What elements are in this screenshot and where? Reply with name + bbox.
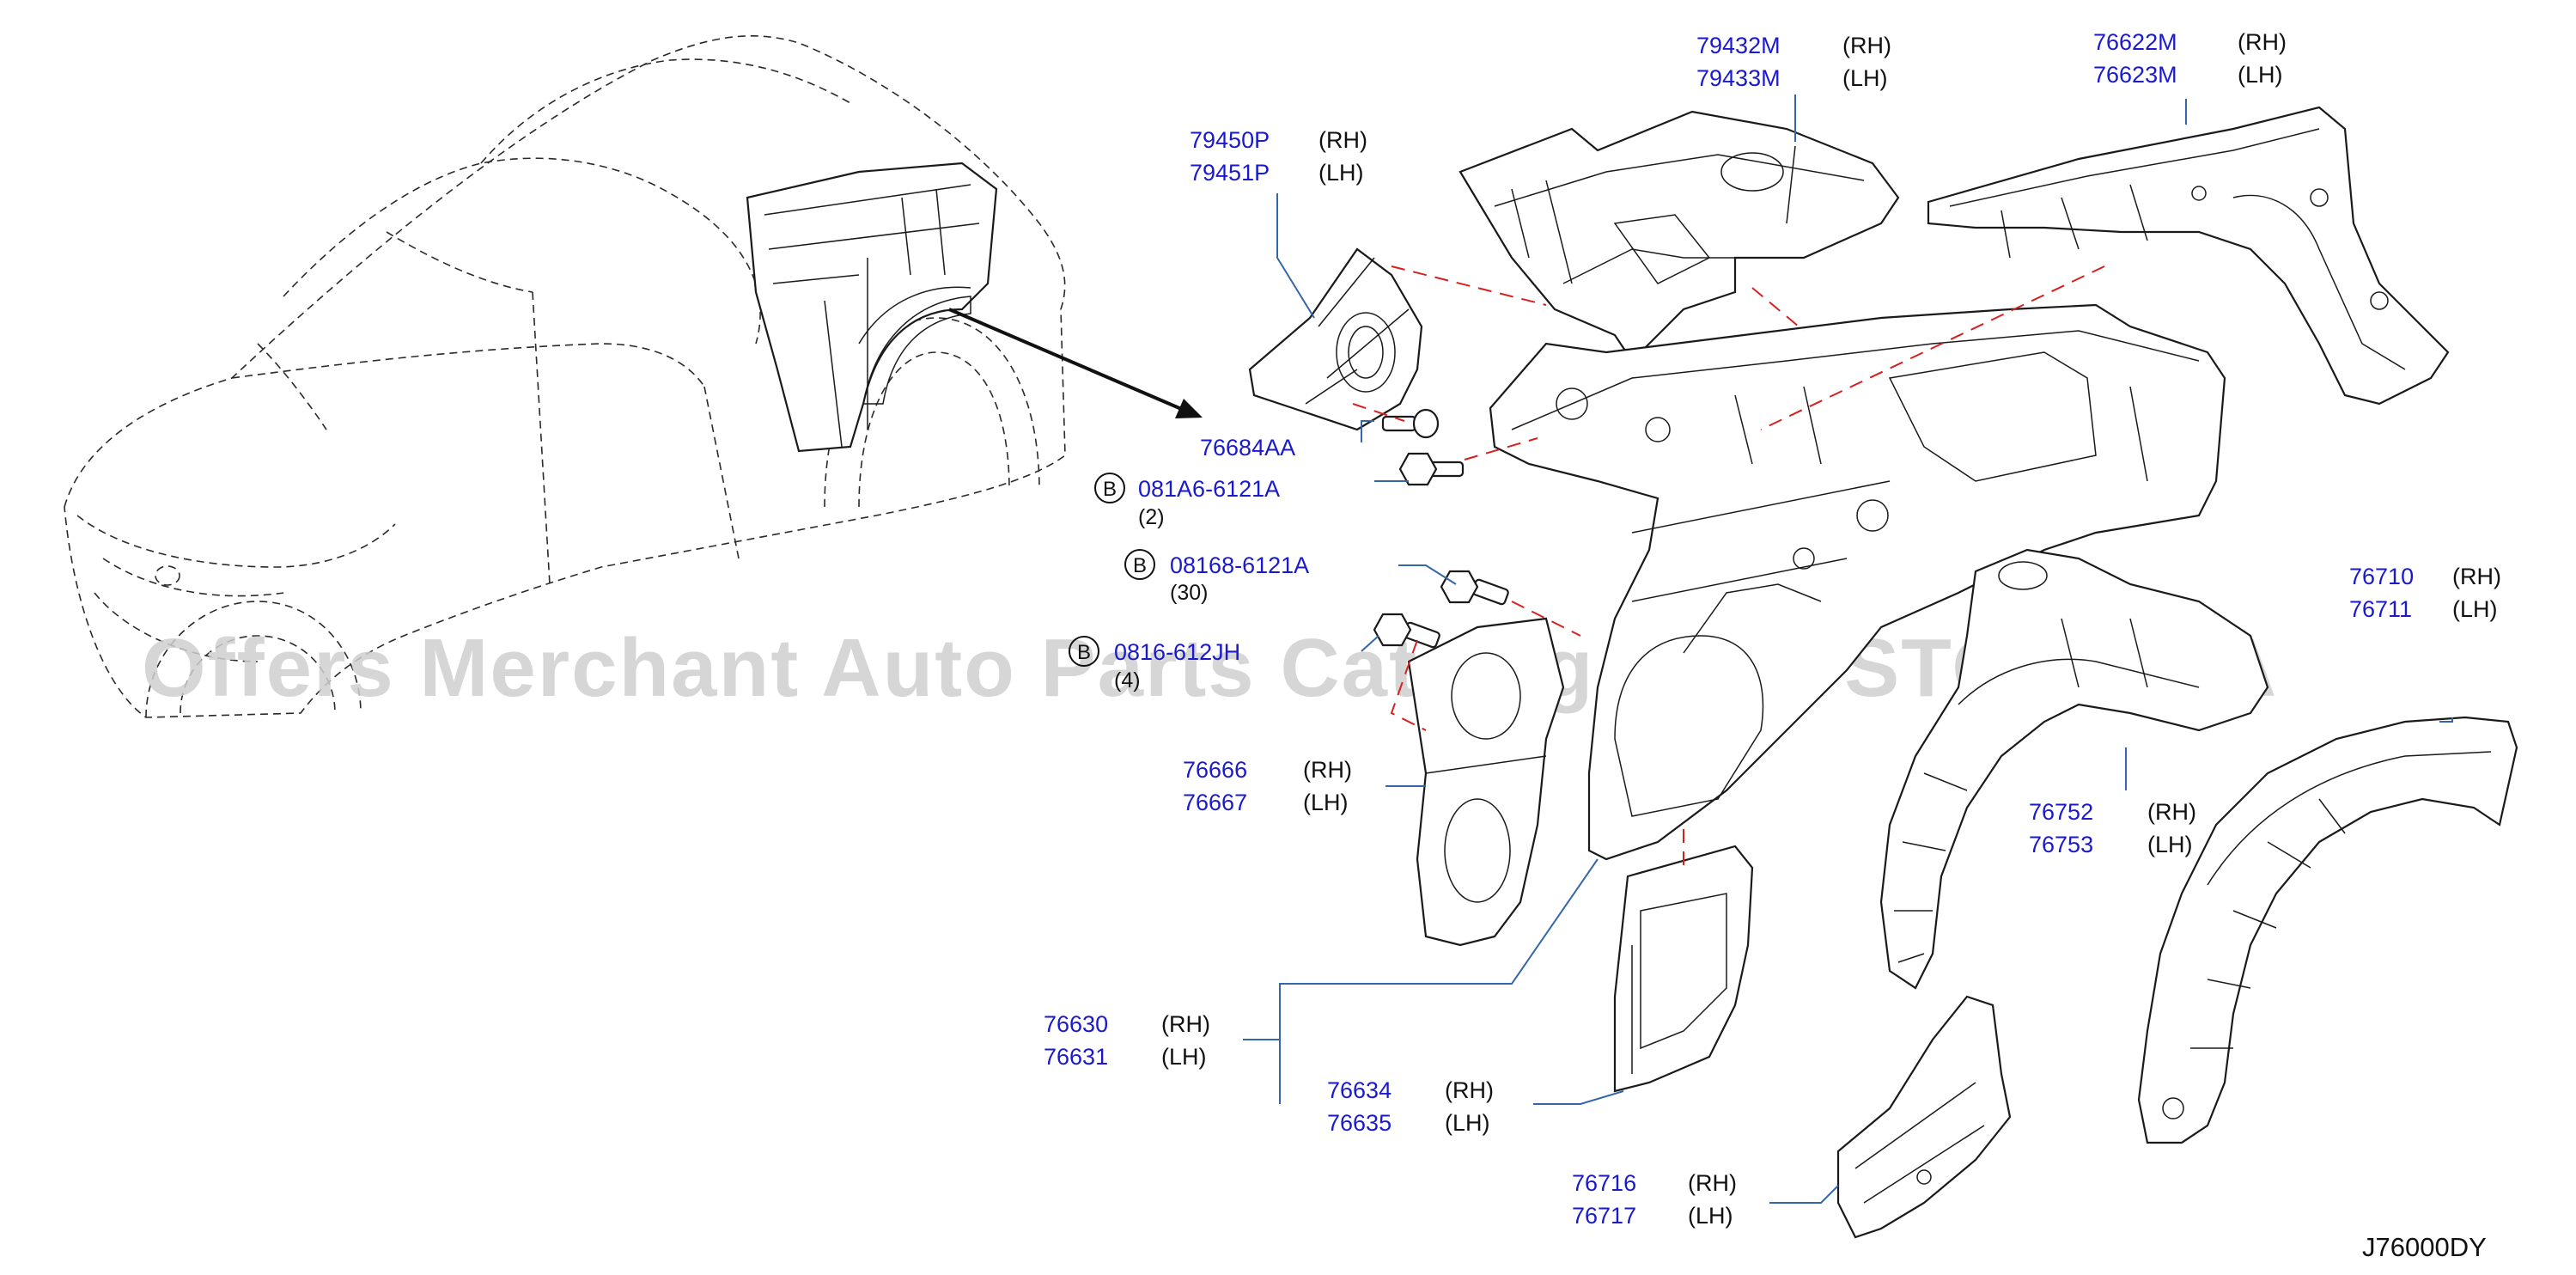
part-79432m-upper-panel[interactable] [1459, 110, 1900, 363]
bolt-code-letter: B [1103, 478, 1117, 501]
part-number-lh[interactable]: 76667 [1183, 790, 1247, 815]
watermark-text: Offers Merchant Auto Parts Catalog PARTS… [142, 622, 2278, 714]
bolt-quantity: (4) [1114, 668, 1141, 692]
bolt-clip-76684aa[interactable] [1381, 408, 1440, 439]
side-lh: (LH) [1445, 1110, 1490, 1136]
callout-arrow [948, 308, 1203, 418]
bolt-part-number[interactable]: 081A6-6121A [1138, 476, 1280, 502]
side-rh: (RH) [1842, 33, 1891, 58]
bolt-part-number[interactable]: 08168-6121A [1170, 552, 1309, 578]
part-76634-sill-panel[interactable] [1613, 845, 1754, 1093]
callout-76630[interactable]: 76630 (RH) 76631 (LH) [1044, 1011, 1210, 1070]
side-lh: (LH) [1318, 160, 1364, 186]
part-number-rh[interactable]: 76752 [2029, 799, 2093, 825]
callout-79450p[interactable]: 79450P (RH) 79451P (LH) [1190, 127, 1367, 186]
callout-76666[interactable]: 76666 (RH) 76667 (LH) [1183, 757, 1352, 815]
part-76622m-upper-rail[interactable] [1927, 106, 2450, 406]
bolt-part-number[interactable]: 0816-612JH [1114, 639, 1240, 665]
side-rh: (RH) [1318, 127, 1367, 153]
vehicle-outline [64, 35, 1066, 718]
bolt-callout-0816[interactable]: B 0816-612JH (4) [1069, 636, 1240, 692]
bolt-callout-081a6[interactable]: B 081A6-6121A (2) [1094, 473, 1280, 529]
leader-lines [1243, 95, 2453, 1204]
callout-76622m[interactable]: 76622M (RH) 76623M (LH) [2093, 29, 2287, 88]
callout-76634[interactable]: 76634 (RH) 76635 (LH) [1327, 1077, 1494, 1136]
callout-79432m[interactable]: 79432M (RH) 79433M (LH) [1696, 33, 1891, 91]
part-76630-side-body[interactable] [1489, 303, 2226, 861]
side-rh: (RH) [1445, 1077, 1494, 1103]
side-lh: (LH) [1303, 790, 1349, 815]
part-number-lh[interactable]: 76635 [1327, 1110, 1392, 1136]
bolt-0816[interactable] [1373, 613, 1440, 649]
bolt-callout-08168[interactable]: B 08168-6121A (30) [1124, 549, 1309, 605]
part-number-lh[interactable]: 79451P [1190, 160, 1270, 186]
callout-76684aa[interactable]: 76684AA [1200, 435, 1295, 461]
bolt-quantity: (2) [1138, 505, 1165, 529]
vehicle-inner-structure [746, 162, 998, 453]
part-76716-lower-bracket[interactable] [1836, 995, 2012, 1239]
callout-76710[interactable]: 76710 (RH) 76711 (LH) [2349, 564, 2501, 622]
part-number[interactable]: 76684AA [1200, 435, 1295, 461]
side-lh: (LH) [1688, 1203, 1733, 1229]
side-rh: (RH) [1303, 757, 1352, 783]
callout-76752[interactable]: 76752 (RH) 76753 (LH) [2029, 799, 2196, 857]
part-number-rh[interactable]: 79432M [1696, 33, 1781, 58]
side-rh: (RH) [2238, 29, 2287, 55]
bolt-code-letter: B [1077, 641, 1091, 664]
side-rh: (RH) [1688, 1170, 1737, 1196]
bolt-code-circle [1094, 473, 1125, 503]
side-lh: (LH) [1842, 65, 1888, 91]
part-number-rh[interactable]: 76634 [1327, 1077, 1392, 1103]
bolt-quantity: (30) [1170, 581, 1208, 605]
bolt-code-circle [1069, 636, 1099, 667]
callout-76716[interactable]: 76716 (RH) 76717 (LH) [1572, 1170, 1737, 1229]
part-number-rh[interactable]: 76666 [1183, 757, 1247, 783]
bolt-code-letter: B [1133, 554, 1147, 577]
part-76752-inner-wheelhouse[interactable] [1879, 548, 2269, 990]
part-number-rh[interactable]: 76710 [2349, 564, 2414, 589]
assembly-phantom-lines [1352, 265, 2105, 868]
side-lh: (LH) [2147, 832, 2193, 857]
side-lh: (LH) [2238, 62, 2283, 88]
part-number-lh[interactable]: 76711 [2349, 596, 2412, 622]
part-number-rh[interactable]: 76622M [2093, 29, 2177, 55]
side-rh: (RH) [2452, 564, 2501, 589]
part-number-rh[interactable]: 76716 [1572, 1170, 1636, 1196]
side-lh: (LH) [1161, 1044, 1207, 1070]
part-76710-outer-wheelhouse[interactable] [2137, 716, 2518, 1144]
part-number-lh[interactable]: 79433M [1696, 65, 1781, 91]
part-79450p-panel[interactable] [1248, 247, 1423, 431]
part-number-lh[interactable]: 76631 [1044, 1044, 1108, 1070]
part-number-lh[interactable]: 76717 [1572, 1203, 1636, 1229]
side-rh: (RH) [2147, 799, 2196, 825]
diagram-code: J76000DY [2362, 1232, 2487, 1262]
side-rh: (RH) [1161, 1011, 1210, 1037]
part-number-lh[interactable]: 76623M [2093, 62, 2177, 88]
part-number-lh[interactable]: 76753 [2029, 832, 2093, 857]
part-76666-lower-panel[interactable] [1407, 617, 1565, 947]
part-number-rh[interactable]: 76630 [1044, 1011, 1108, 1037]
bolt-08168[interactable] [1440, 570, 1509, 606]
side-lh: (LH) [2452, 596, 2498, 622]
part-number-rh[interactable]: 79450P [1190, 127, 1270, 153]
bolt-081a6[interactable] [1398, 452, 1465, 486]
bolt-code-circle [1124, 549, 1155, 580]
